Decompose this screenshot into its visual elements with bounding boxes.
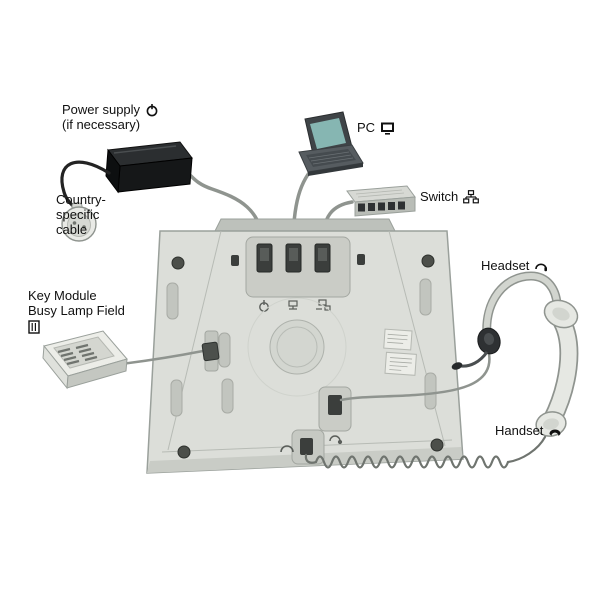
- pc-text: PC: [357, 120, 376, 135]
- handset-label: Handset: [495, 423, 562, 438]
- pc-label: PC: [357, 120, 395, 135]
- headset-jack-recess: [318, 386, 352, 432]
- power-port: [256, 243, 273, 273]
- key-module-line1: Key Module: [28, 288, 97, 303]
- switch-illustration: [346, 185, 416, 217]
- headset-illustration: [451, 271, 562, 370]
- power-supply-label: Power supply (if necessary): [62, 102, 159, 132]
- phone-rear-illustration: [146, 218, 464, 474]
- key-module-illustration: [42, 330, 128, 390]
- country-cable-line3: cable: [56, 222, 88, 237]
- power-supply-illustration: [105, 141, 193, 194]
- pc-port: [314, 243, 331, 273]
- foot-slots: [166, 278, 437, 417]
- country-plug-illustration: [61, 202, 97, 242]
- headset-jack-icon: [329, 435, 343, 445]
- handset-coiled-cord: [304, 435, 547, 469]
- handset-text: Handset: [495, 423, 544, 438]
- speaker-arc: [247, 297, 347, 397]
- handset-jack-recess: [291, 429, 325, 465]
- lan-port-icon: [288, 300, 298, 310]
- center-knockout-ring: [276, 326, 318, 368]
- power-icon: [146, 103, 158, 116]
- label-stickers: [383, 328, 417, 376]
- switch-icon: [463, 189, 480, 203]
- phone-top-handle: [214, 218, 396, 232]
- headset-icon: [535, 263, 548, 272]
- power-supply-note: (if necessary): [62, 117, 141, 132]
- country-cable-line2: specific: [56, 207, 100, 222]
- key-module-icon: [28, 320, 40, 334]
- handset-illustration: [535, 299, 579, 437]
- key-module-label: Key Module Busy Lamp Field: [28, 288, 125, 334]
- handset-jack-icon: [280, 445, 294, 453]
- center-knockout: [269, 319, 325, 375]
- country-cable-line1: Country-: [56, 192, 106, 207]
- headset-text: Headset: [481, 258, 530, 273]
- laptop-illustration: [298, 111, 364, 176]
- switch-label: Switch: [420, 189, 480, 204]
- key-module-line2: Busy Lamp Field: [28, 303, 125, 318]
- headset-label: Headset: [481, 258, 548, 273]
- mains-cable: [60, 160, 111, 210]
- lan-port: [285, 243, 302, 273]
- handset-icon: [549, 429, 561, 436]
- key-module-plug: [201, 341, 220, 362]
- headset-cable: [339, 352, 491, 402]
- switch-text: Switch: [420, 189, 459, 204]
- country-cable-label: Country- specific cable: [56, 192, 106, 237]
- power-supply-text: Power supply: [62, 102, 141, 117]
- footstand-hooks: [231, 254, 365, 266]
- pc-icon: [381, 122, 395, 135]
- screws: [171, 254, 444, 459]
- crease-right: [388, 230, 446, 447]
